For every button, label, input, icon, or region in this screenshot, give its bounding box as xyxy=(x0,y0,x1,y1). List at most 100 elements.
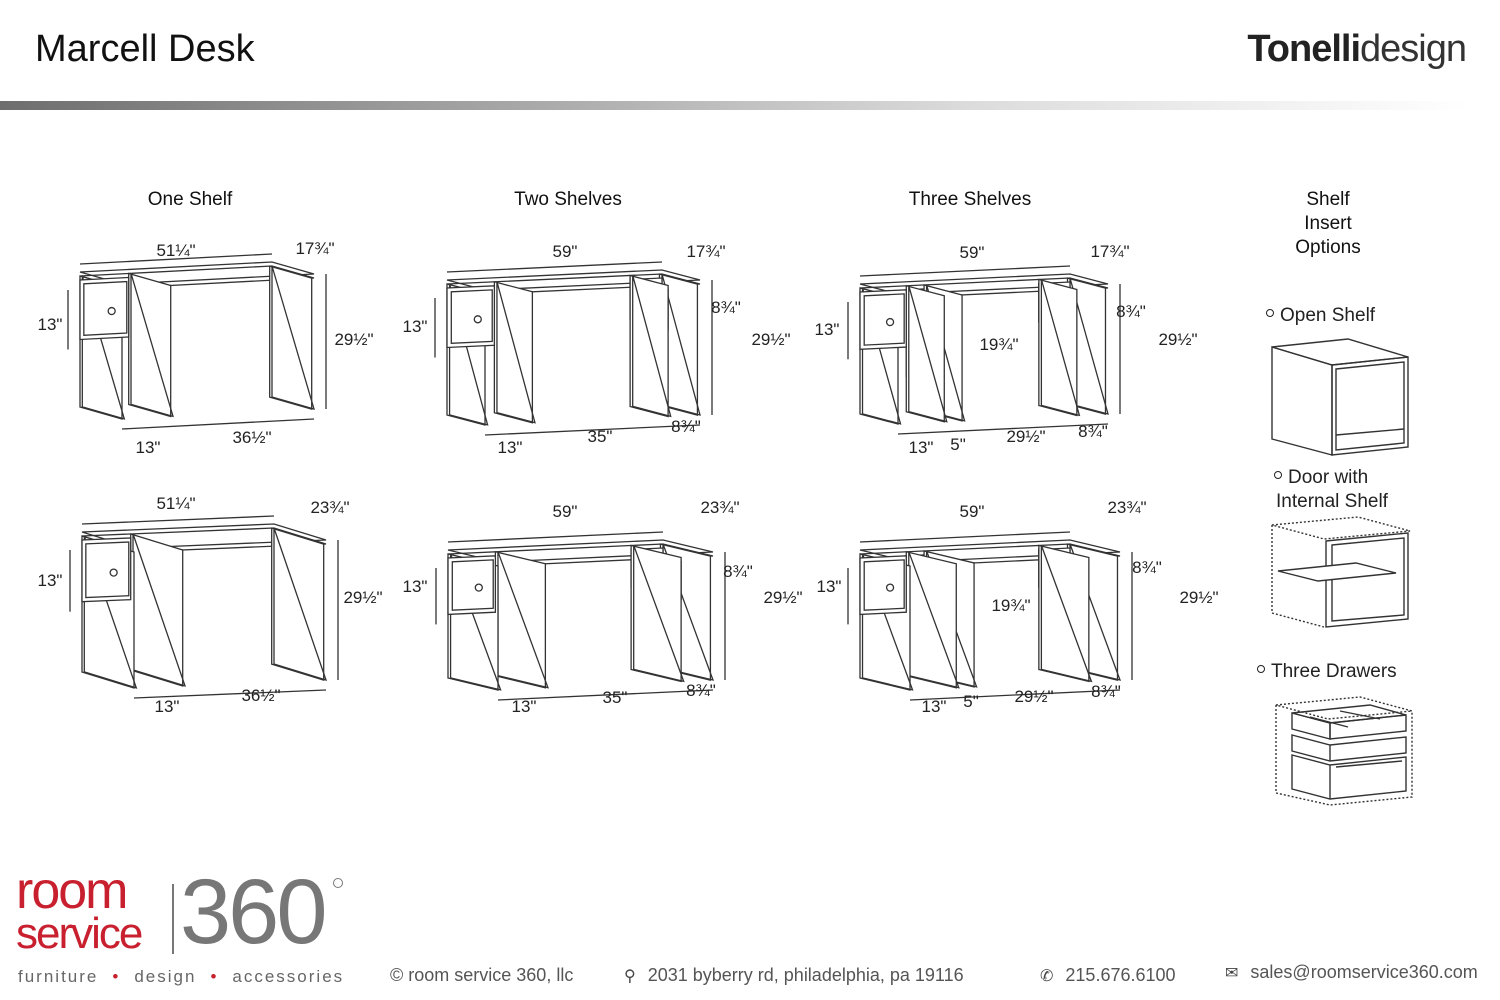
dimension-label: 29½" xyxy=(343,588,383,607)
map-pin-icon: ⚲ xyxy=(624,968,636,985)
dimension-label: 5" xyxy=(963,692,979,711)
dimension-label: 17¾" xyxy=(686,242,726,261)
section-title-insert-options: Shelf Insert Options xyxy=(1295,188,1360,260)
left-panel-thickness xyxy=(81,275,126,420)
brand-bold: Tonelli xyxy=(1247,28,1361,70)
option-door: Door with xyxy=(1274,466,1368,489)
left-inner-panel xyxy=(493,280,534,424)
dimension-label: 19¾" xyxy=(979,335,1019,354)
left-inner-panel xyxy=(905,284,945,423)
left-shelf-box xyxy=(81,537,132,603)
option-open-shelf: Open Shelf xyxy=(1266,304,1375,327)
dimension-label: 13" xyxy=(511,697,537,716)
door-internal-shelf-illustration xyxy=(1271,516,1411,628)
dimension-label: 59" xyxy=(959,502,985,521)
dimension-label: 13" xyxy=(908,438,934,457)
dimension-label: 13" xyxy=(37,571,63,590)
dimension-label: 13" xyxy=(816,577,842,596)
dimension-label: 59" xyxy=(552,242,578,261)
left-shelf-box xyxy=(859,289,907,350)
dimension-label: 8¾" xyxy=(723,562,753,581)
logo-service: service xyxy=(16,909,143,958)
dimension-label: 23¾" xyxy=(1107,498,1147,517)
dimension-label: 23¾" xyxy=(700,498,740,517)
right-inner-panel-thickness xyxy=(1040,279,1081,417)
knob-icon xyxy=(107,306,116,316)
left-shelf-box xyxy=(79,276,130,341)
base-dimension-line xyxy=(497,689,714,701)
dimension-label: 51¼" xyxy=(156,494,196,513)
logo-room: room xyxy=(16,862,128,920)
address-text: 2031 byberry rd, philadelphia, pa 19116 xyxy=(647,965,964,985)
section-title-two-shelves: Two Shelves xyxy=(514,189,622,210)
dimension-label: 29½" xyxy=(1006,427,1046,446)
email-link[interactable]: ✉sales@roomservice360.com xyxy=(1225,962,1478,983)
left-panel-thickness xyxy=(449,553,502,691)
right-inner-panel xyxy=(1038,278,1078,417)
knob-icon xyxy=(473,315,482,324)
phone-icon: ✆ xyxy=(1040,968,1054,985)
option-three-drawers: Three Drawers xyxy=(1257,660,1397,683)
dimension-label: 17¾" xyxy=(295,239,335,258)
bullet-icon xyxy=(1274,471,1282,479)
option-label: Door with xyxy=(1288,467,1369,488)
dimension-label: 13" xyxy=(497,438,523,457)
right-inner-panel xyxy=(630,544,682,683)
knob-icon xyxy=(885,317,895,327)
left-inner-panel xyxy=(494,550,547,689)
left-shelf-box xyxy=(859,555,907,616)
dimension-label: 8¾" xyxy=(711,298,741,317)
title-line: Shelf xyxy=(1306,189,1350,210)
tagline-item: accessories xyxy=(232,967,345,986)
right-panel xyxy=(269,265,313,410)
dimension-label: 13" xyxy=(921,697,947,716)
section-title-three-shelves: Three Shelves xyxy=(908,189,1032,210)
knob-icon xyxy=(885,583,895,592)
phone[interactable]: ✆ 215.676.6100 xyxy=(1040,965,1176,986)
width-dimension-line xyxy=(79,253,273,265)
left-inner-panel xyxy=(128,272,172,418)
tagline: furniture•design•accessories xyxy=(18,967,345,986)
dimension-label: 8¾" xyxy=(1091,682,1121,701)
width-dimension-line xyxy=(446,261,663,273)
dimension-label: 13" xyxy=(135,438,161,457)
dimension-label: 36½" xyxy=(232,428,272,447)
right-inner-panel-thickness xyxy=(632,275,672,418)
dimension-label: 29½" xyxy=(751,330,791,349)
dimension-label: 13" xyxy=(402,317,428,336)
base-dimension-line xyxy=(133,689,327,699)
left-shelf-front xyxy=(85,541,130,599)
width-dimension-line xyxy=(859,265,1071,277)
left-inner-panel xyxy=(905,550,957,689)
dimension-label: 29½" xyxy=(1014,687,1054,706)
base-dimension-line xyxy=(121,418,315,430)
brand-logo: Tonellidesign xyxy=(1247,28,1467,71)
left-shelf-front xyxy=(451,559,494,611)
dimension-label: 36½" xyxy=(241,686,281,705)
left-shelf-box xyxy=(446,285,496,349)
width-dimension-line xyxy=(447,531,664,543)
logo-360: 360 xyxy=(180,861,327,963)
phone-text: 215.676.6100 xyxy=(1065,965,1176,985)
section-title-one-shelf: One Shelf xyxy=(147,189,233,210)
left-panel-thickness xyxy=(861,553,914,691)
dimension-label: 51¼" xyxy=(156,241,196,260)
right-inner-panel-thickness xyxy=(633,545,685,683)
dimension-label: 17¾" xyxy=(1090,242,1130,261)
copyright: © room service 360, llc xyxy=(390,965,574,985)
brand-light: design xyxy=(1360,28,1467,70)
left-shelf-front xyxy=(83,280,128,336)
dimension-label: 13" xyxy=(154,697,180,716)
dimension-label: 13" xyxy=(402,577,428,596)
email-text: sales@roomservice360.com xyxy=(1250,962,1478,982)
left-shelf-box xyxy=(447,555,497,616)
dimension-label: 23¾" xyxy=(310,498,350,517)
base-dimension-line xyxy=(897,423,1109,435)
left-panel-thickness xyxy=(448,283,489,426)
dimension-label: 8¾" xyxy=(671,417,701,436)
title-line: Insert xyxy=(1304,213,1352,234)
dimension-label: 8¾" xyxy=(1078,422,1108,441)
dimension-label: 35" xyxy=(602,688,628,707)
knob-icon xyxy=(109,568,118,577)
logo-divider xyxy=(172,884,174,954)
